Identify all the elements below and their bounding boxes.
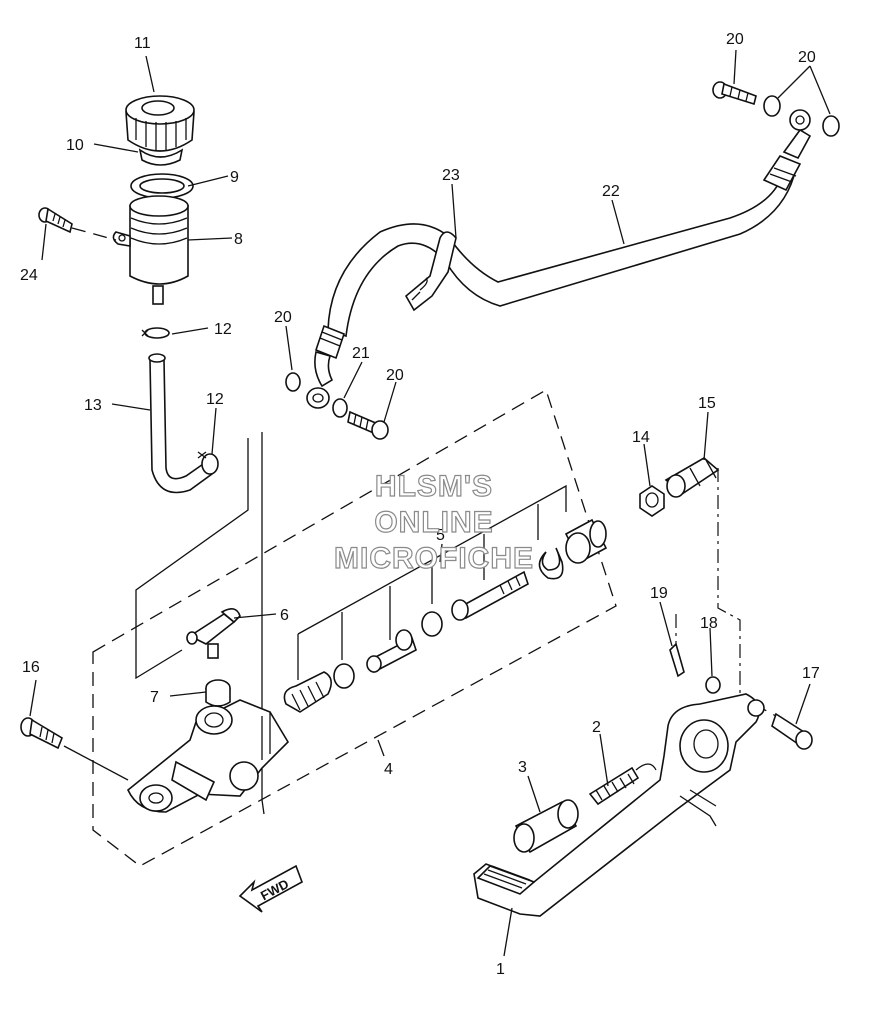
callout-1[interactable]: 1 xyxy=(496,961,505,978)
callout-14[interactable]: 14 xyxy=(632,429,650,446)
callout-18[interactable]: 18 xyxy=(700,615,718,632)
callout-21a[interactable]: 20 xyxy=(798,49,816,66)
piston-kit-bracket xyxy=(297,484,567,680)
reservoir-tank[interactable] xyxy=(112,195,189,305)
hose-clamp-upper[interactable] xyxy=(141,327,170,339)
master-cylinder-kit-outline xyxy=(92,389,617,867)
callout-24[interactable]: 24 xyxy=(20,267,38,284)
brake-hose[interactable] xyxy=(306,109,812,409)
callout-16[interactable]: 16 xyxy=(22,659,40,676)
washer-upper-2[interactable] xyxy=(822,115,840,137)
master-cylinder-body[interactable] xyxy=(127,699,290,813)
watermark-line-1: HLSM'S xyxy=(375,470,493,503)
clevis-guide xyxy=(717,468,741,694)
callout-12b[interactable]: 12 xyxy=(206,391,224,408)
pedal-return-spring[interactable] xyxy=(588,763,657,806)
watermark-line-2: ONLINE xyxy=(374,506,493,539)
watermark-line-3: MICROFICHE xyxy=(334,542,534,575)
circlip[interactable] xyxy=(538,547,564,580)
callout-4[interactable]: 4 xyxy=(384,761,393,778)
piston-rod[interactable] xyxy=(451,570,529,621)
callout-2[interactable]: 2 xyxy=(592,719,601,736)
watermark: HLSM'S ONLINE MICROFICHE xyxy=(333,469,534,575)
leader-lines xyxy=(29,49,831,957)
callout-11[interactable]: 11 xyxy=(134,35,151,52)
hose-joint[interactable] xyxy=(186,608,241,659)
hose-holder[interactable] xyxy=(404,231,457,312)
cylinder-rail xyxy=(261,432,265,815)
callout-20a[interactable]: 20 xyxy=(726,31,744,48)
callout-8[interactable]: 8 xyxy=(234,231,243,248)
bolt-24-guide xyxy=(71,227,117,241)
push-rod[interactable] xyxy=(366,629,417,674)
callout-15[interactable]: 15 xyxy=(698,395,716,412)
clevis-pin[interactable] xyxy=(771,712,813,750)
reservoir-cap[interactable] xyxy=(125,95,195,152)
reservoir-assembly xyxy=(112,95,195,305)
callout-9[interactable]: 9 xyxy=(230,169,239,186)
callout-21c[interactable]: 21 xyxy=(352,345,370,362)
callout-21b[interactable]: 20 xyxy=(274,309,292,326)
brake-pedal[interactable] xyxy=(473,693,765,917)
washer-18[interactable] xyxy=(705,676,721,694)
callout-3[interactable]: 3 xyxy=(518,759,527,776)
mount-bolt-guide xyxy=(63,745,129,781)
callout-7[interactable]: 7 xyxy=(150,689,159,706)
callout-22[interactable]: 22 xyxy=(602,183,620,200)
callout-5[interactable]: 5 xyxy=(436,527,445,544)
fwd-label: FWD xyxy=(258,876,291,903)
callout-numbers: 11 10 9 8 24 12 13 12 23 22 20 20 20 21 … xyxy=(20,31,820,978)
cotter-pin[interactable] xyxy=(669,642,685,678)
clevis[interactable] xyxy=(664,457,720,498)
callout-23[interactable]: 23 xyxy=(442,167,460,184)
washer-lower-2[interactable] xyxy=(332,398,348,418)
callout-10[interactable]: 10 xyxy=(66,137,84,154)
washer-upper-1[interactable] xyxy=(763,95,781,117)
locknut[interactable] xyxy=(639,485,665,517)
callout-17[interactable]: 17 xyxy=(802,665,820,682)
reservoir-hose[interactable] xyxy=(148,353,214,494)
joint-grommet[interactable] xyxy=(205,679,231,707)
spring-seat[interactable] xyxy=(333,663,355,689)
hose-clamp-lower[interactable] xyxy=(197,451,219,475)
callout-6[interactable]: 6 xyxy=(280,607,289,624)
fwd-arrow-icon: FWD xyxy=(238,864,303,913)
bolt-24[interactable] xyxy=(38,207,73,234)
callout-12a[interactable]: 12 xyxy=(214,321,232,338)
guide-hose-12 xyxy=(135,438,249,680)
union-bolt-upper[interactable] xyxy=(712,81,757,106)
washer-lower-1[interactable] xyxy=(285,372,301,392)
return-spring-cyl[interactable] xyxy=(283,671,332,713)
mount-bolt[interactable] xyxy=(20,717,63,750)
union-bolt-lower[interactable] xyxy=(347,410,389,440)
pedal-bushing[interactable] xyxy=(513,799,579,854)
diaphragm[interactable] xyxy=(138,148,184,166)
callout-20b[interactable]: 20 xyxy=(386,367,404,384)
diaphragm-plate[interactable] xyxy=(130,173,194,199)
callout-19[interactable]: 19 xyxy=(650,585,668,602)
dust-boot[interactable] xyxy=(564,518,608,564)
piston-cup[interactable] xyxy=(421,611,443,637)
callout-13[interactable]: 13 xyxy=(84,397,102,414)
